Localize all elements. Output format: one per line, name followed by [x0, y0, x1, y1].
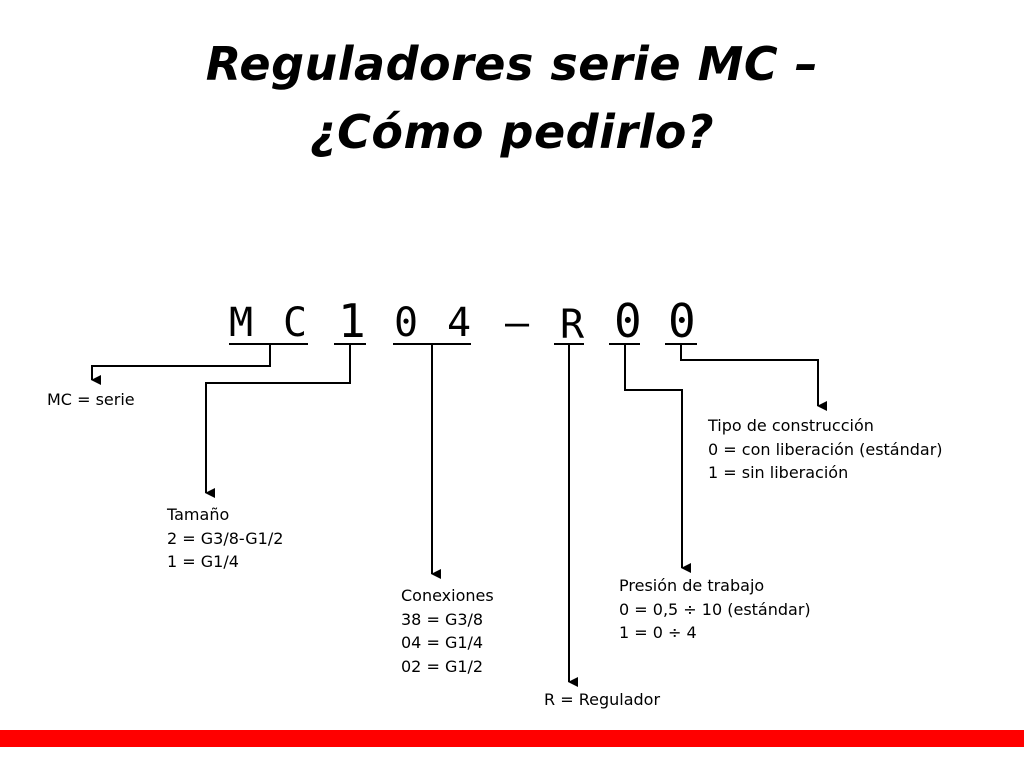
- label-tamano-line-1: 2 = G3/8-G1/2: [167, 528, 284, 548]
- connector-type: [680, 344, 827, 411]
- title-line-2: ¿Cómo pedirlo?: [309, 105, 715, 159]
- label-conexiones-line-2-text: = G1/4: [421, 633, 484, 652]
- label-tipo-line-2: 1 = sin liberación: [708, 463, 849, 482]
- label-conexiones-line-1: 38 = G3/8: [401, 609, 484, 629]
- label-presion-line-2: 1 = 0 ÷ 4: [619, 623, 697, 642]
- label-mc: MC = serie: [47, 388, 135, 412]
- label-presion-heading: Presión de trabajo: [619, 576, 765, 595]
- label-conexiones-heading: Conexiones: [401, 586, 494, 605]
- label-conexiones: Conexiones 38 = G3/8 04 = G1/4 02 = G1/2: [401, 584, 494, 678]
- label-presion-line-1-key: 0: [619, 599, 630, 619]
- label-tamano: Tamaño 2 = G3/8-G1/2 1 = G1/4: [167, 503, 283, 574]
- label-mc-key: MC: [47, 390, 72, 409]
- label-presion-line-1: 0 = 0,5 ÷ 10 (estándar): [619, 598, 811, 622]
- label-regulador-text: = Regulador: [555, 690, 661, 709]
- label-conexiones-line-2-key: 04: [401, 633, 422, 652]
- label-conexiones-line-3: 02 = G1/2: [401, 656, 484, 676]
- label-tamano-line-2-text: = G1/4: [177, 552, 239, 571]
- code-char-r: R: [560, 302, 585, 348]
- label-tamano-heading: Tamaño: [167, 505, 230, 524]
- code-char-c: C: [283, 300, 308, 346]
- label-tipo-heading: Tipo de construcción: [708, 416, 874, 435]
- label-tipo: Tipo de construcción 0 = con liberación …: [708, 414, 943, 485]
- code-char-pressure: 0: [614, 294, 642, 348]
- code-char-type: 0: [668, 294, 696, 348]
- label-mc-text: = serie: [71, 390, 135, 409]
- title-line-1: Reguladores serie MC –: [205, 37, 819, 91]
- label-regulador: R = Regulador: [544, 688, 660, 712]
- label-tipo-line-1-key: 0: [708, 439, 719, 459]
- code-char-size: 1: [338, 294, 366, 348]
- label-tipo-line-1-text: = con liberación (estándar): [718, 439, 943, 459]
- code-char-dash: –: [505, 300, 530, 346]
- label-tamano-line-2-key: 1: [167, 552, 178, 571]
- connector-size: [205, 344, 351, 498]
- code-char-conn-2: 4: [447, 300, 472, 346]
- connector-mc: [91, 344, 271, 385]
- label-tipo-line-1: 0 = con liberación (estándar): [708, 438, 943, 462]
- accent-bar: [0, 730, 1024, 747]
- page-title: Reguladores serie MC – ¿Cómo pedirlo?: [0, 30, 1024, 166]
- label-presion-line-1-text: = 0,5 ÷ 10 (estándar): [629, 599, 811, 619]
- connector-pressure: [624, 344, 691, 573]
- label-presion: Presión de trabajo 0 = 0,5 ÷ 10 (estánda…: [619, 574, 811, 645]
- label-tamano-line-2: 1 = G1/4: [167, 550, 283, 574]
- label-conexiones-line-2: 04 = G1/4: [401, 631, 494, 655]
- code-char-conn-1: 0: [394, 300, 419, 346]
- code-char-m: M: [229, 300, 254, 346]
- label-regulador-key: R: [544, 690, 556, 709]
